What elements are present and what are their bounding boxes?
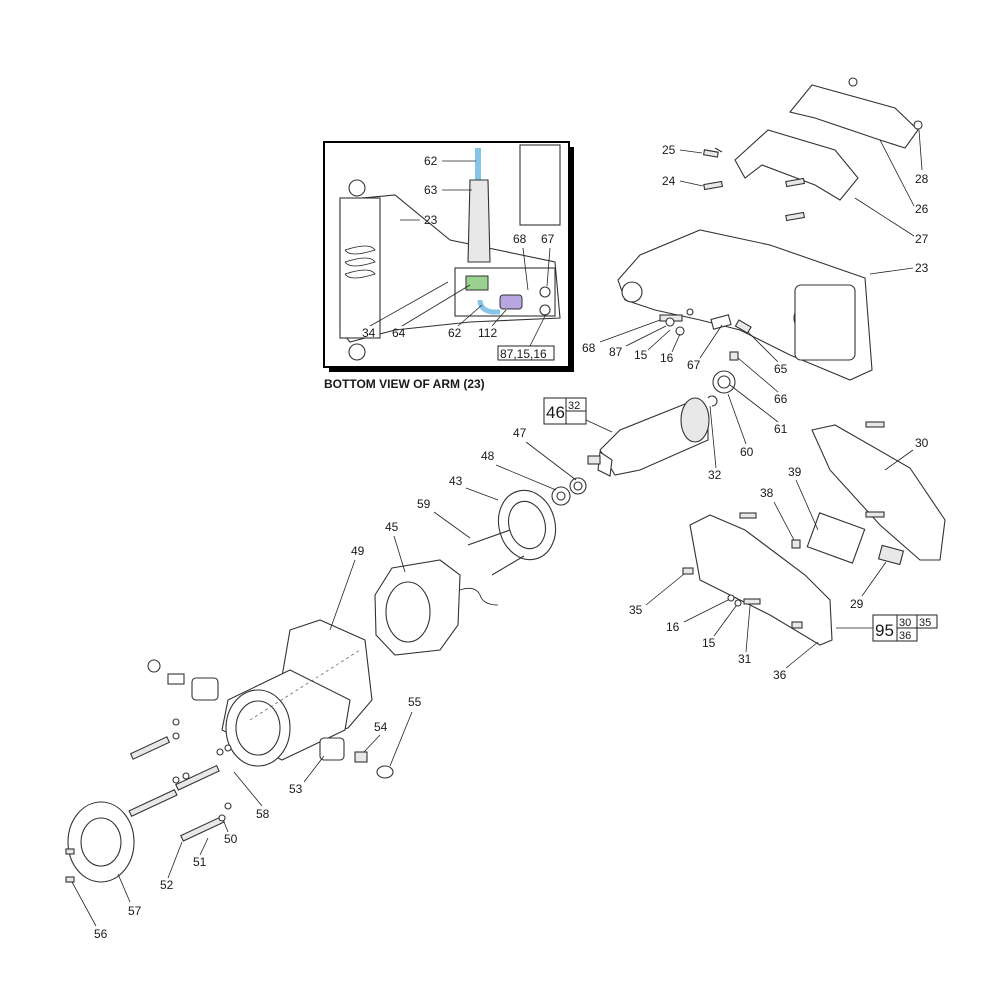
callout-54: 54 [374, 720, 388, 734]
callout-87: 87 [609, 345, 623, 359]
kit-46-main: 46 [546, 403, 565, 422]
inset-callout-34: 34 [362, 326, 376, 340]
callout-23: 23 [915, 261, 929, 275]
callout-49: 49 [351, 544, 365, 558]
callout-60: 60 [740, 445, 754, 459]
inset-callouts: 62 63 23 68 67 34 64 62 112 87,15,16 [362, 154, 555, 361]
callout-28: 28 [915, 172, 929, 186]
inset-title: BOTTOM VIEW OF ARM (23) [324, 377, 485, 391]
inset-callout-63: 63 [424, 183, 438, 197]
inset-callout-67: 67 [541, 232, 555, 246]
switch-handle [682, 421, 946, 646]
kit-95-sub-36: 36 [899, 630, 911, 642]
inset-panel: 62 63 23 68 67 34 64 62 112 87,15,16 [323, 141, 574, 372]
callout-35: 35 [629, 603, 643, 617]
callout-52: 52 [160, 878, 174, 892]
callout-27: 27 [915, 232, 929, 246]
callout-57: 57 [128, 904, 142, 918]
callout-29: 29 [850, 597, 864, 611]
callout-24: 24 [662, 174, 676, 188]
callout-51: 51 [193, 855, 207, 869]
bearings-and-baffle [497, 477, 587, 561]
callout-45: 45 [385, 520, 399, 534]
arm-housing [617, 229, 873, 381]
callout-47: 47 [513, 426, 527, 440]
inset-callout-87-15-16: 87,15,16 [500, 347, 547, 361]
callout-61: 61 [774, 422, 788, 436]
inset-callout-64: 64 [392, 326, 406, 340]
callout-68: 68 [582, 341, 596, 355]
callout-31: 31 [738, 652, 752, 666]
callout-65: 65 [774, 362, 788, 376]
callout-15-upper: 15 [634, 348, 648, 362]
kit-box-armature: 46 32 [543, 397, 613, 433]
kit-95-sub-35: 35 [919, 617, 931, 629]
kit-95-sub-30: 30 [899, 617, 911, 629]
callout-58: 58 [256, 807, 270, 821]
callout-25: 25 [662, 143, 676, 157]
armature [587, 397, 710, 477]
callout-53: 53 [289, 782, 303, 796]
rear-cover-and-fasteners [65, 659, 232, 883]
inset-callout-62b: 62 [448, 326, 462, 340]
callout-48: 48 [481, 449, 495, 463]
callout-39: 39 [788, 465, 802, 479]
callout-50: 50 [224, 832, 238, 846]
callout-38: 38 [760, 486, 774, 500]
inset-callout-68: 68 [513, 232, 527, 246]
stator [374, 529, 525, 656]
kit-46-sub-32: 32 [568, 400, 580, 412]
arm-small-parts [659, 308, 752, 407]
callout-16-upper: 16 [660, 351, 674, 365]
motor-housing [221, 619, 373, 767]
kit-95-main: 95 [875, 621, 894, 640]
inset-callout-112: 112 [478, 326, 497, 340]
callout-15-lower: 15 [702, 636, 716, 650]
callouts: 25 24 28 26 27 23 68 87 15 16 67 65 66 6… [71, 129, 929, 941]
kit-box-switch: 95 30 35 36 [836, 614, 938, 642]
callout-36: 36 [773, 668, 787, 682]
callout-43: 43 [449, 474, 463, 488]
callout-67: 67 [687, 358, 701, 372]
callout-66: 66 [774, 392, 788, 406]
handle-assembly [702, 77, 923, 222]
inset-callout-23: 23 [424, 213, 438, 227]
callout-30: 30 [915, 436, 929, 450]
callout-59: 59 [417, 497, 431, 511]
callout-26: 26 [915, 202, 929, 216]
callout-56: 56 [94, 927, 108, 941]
callout-16-lower: 16 [666, 620, 680, 634]
callout-55: 55 [408, 695, 422, 709]
callout-32: 32 [708, 468, 722, 482]
brush-parts [319, 737, 394, 779]
inset-callout-62a: 62 [424, 154, 438, 168]
